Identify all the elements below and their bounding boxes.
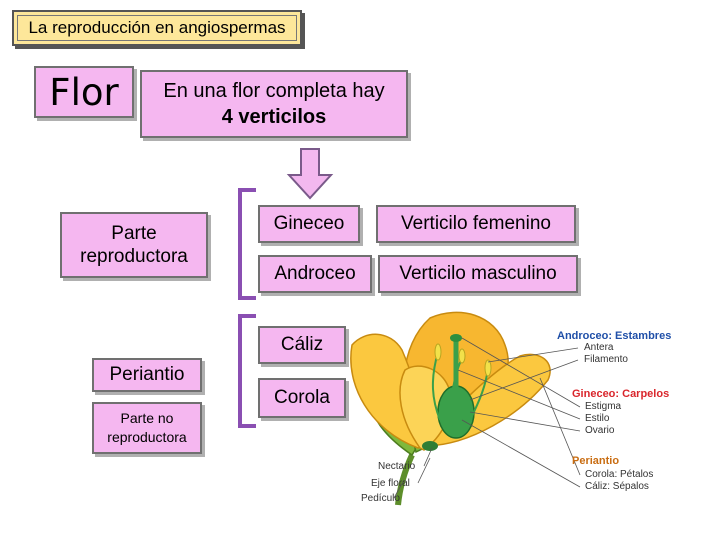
label-caliz-sepalos: Cáliz: Sépalos xyxy=(585,481,649,492)
leader-caliz xyxy=(461,419,581,488)
label-antera: Antera xyxy=(584,342,614,353)
parte-no-reproductora-box: Parte no reproductora xyxy=(92,402,202,454)
down-arrow-icon xyxy=(286,148,334,200)
pedicel-shape xyxy=(395,453,415,506)
leader-pediculo xyxy=(393,479,405,499)
verticilo-masculino-box: Verticilo masculino xyxy=(378,255,578,293)
label-nectario: Nectario xyxy=(378,461,416,472)
leader-nectario xyxy=(423,447,433,467)
nectary-shape xyxy=(422,441,438,451)
leader-antera xyxy=(487,347,579,363)
flor-box: Flor xyxy=(34,66,134,118)
label-corola-petalos: Corola: Pétalos xyxy=(585,469,654,480)
label-gineceo-head: Gineceo: Carpelos xyxy=(572,388,670,400)
stigma-shape xyxy=(450,334,462,342)
completa-line1: En una flor completa hay xyxy=(163,80,385,102)
leader-filamento xyxy=(469,359,579,401)
corola-box: Corola xyxy=(258,378,346,418)
anther-3 xyxy=(458,348,466,364)
leader-estilo xyxy=(457,369,581,420)
label-eje-floral: Eje floral xyxy=(371,478,410,489)
leader-eje xyxy=(417,457,431,484)
leader-estigma xyxy=(461,337,581,408)
filament-3 xyxy=(450,357,463,427)
label-periantio-head: Periantio xyxy=(572,455,620,467)
page-title: La reproducción en angiospermas xyxy=(12,10,302,46)
periantio-box: Periantio xyxy=(92,358,202,392)
label-androceo-head: Androceo: Estambres xyxy=(557,330,672,342)
bracket-no-reproductora xyxy=(238,314,256,428)
leader-corola xyxy=(539,377,581,476)
androceo-box: Androceo xyxy=(258,255,372,293)
anther-1 xyxy=(434,343,442,361)
label-ovario: Ovario xyxy=(585,425,615,436)
anther-2 xyxy=(484,359,492,377)
ovary-shape xyxy=(437,385,475,439)
flor-completa-box: En una flor completa hay 4 verticilos xyxy=(140,70,408,138)
caliz-box: Cáliz xyxy=(258,326,346,364)
gineceo-box: Gineceo xyxy=(258,205,360,243)
label-pediculo: Pedículo xyxy=(361,493,400,504)
label-estilo: Estilo xyxy=(585,413,610,424)
completa-line2: 4 verticilos xyxy=(221,106,327,128)
verticilo-femenino-box: Verticilo femenino xyxy=(376,205,576,243)
label-estigma: Estigma xyxy=(585,401,622,412)
leader-ovario xyxy=(469,411,581,432)
bracket-reproductora xyxy=(238,188,256,300)
parte-reproductora-box: Parte reproductora xyxy=(60,212,208,278)
title-label: La reproducción en angiospermas xyxy=(17,15,297,41)
label-filamento: Filamento xyxy=(584,354,628,365)
